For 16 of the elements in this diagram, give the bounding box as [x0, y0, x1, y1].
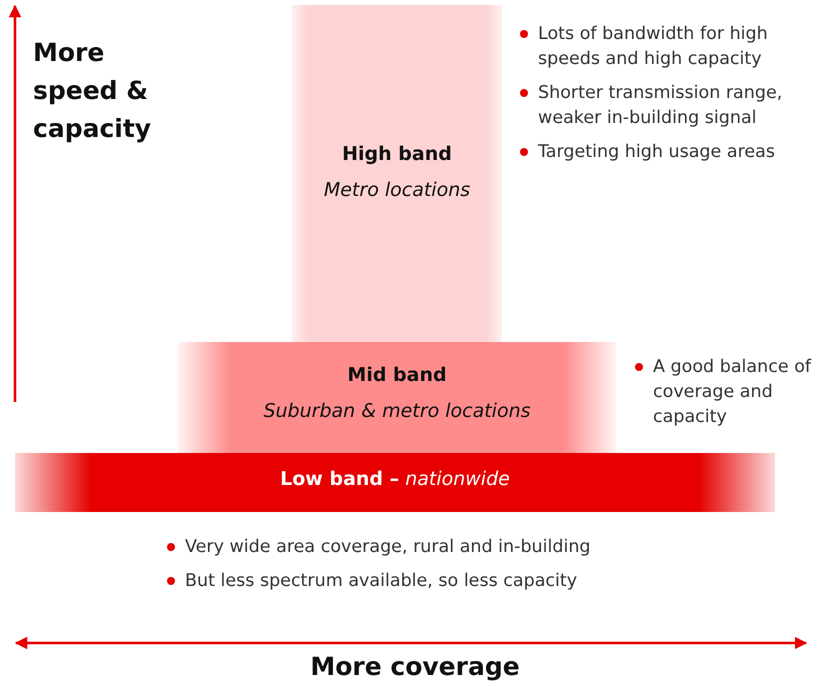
bullet-text: Targeting high usage areas [518, 140, 818, 165]
band-title: High band [342, 143, 452, 165]
band-subtitle: Suburban & metro locations [263, 400, 531, 422]
frequency-band [178, 342, 616, 453]
frequency-band [15, 453, 775, 512]
bullet-text: Very wide area coverage, rural and in-building [165, 535, 625, 560]
frequency-band [292, 5, 502, 342]
axis-label: More speed & capacity [33, 37, 152, 145]
bullet-text: But less spectrum available, so less capacity [165, 569, 625, 594]
axis-label: More coverage [309, 651, 521, 683]
bullet-text: Lots of bandwidth for high speeds and high capacity [518, 22, 818, 72]
band-subtitle: Metro locations [324, 179, 470, 201]
band-title: Mid band [347, 364, 447, 386]
bullet-text: Shorter transmission range, weaker in-building signal [518, 81, 818, 131]
bullet-text: A good balance of coverage and capacity [633, 355, 828, 430]
band-title: Low band – nationwide [280, 468, 510, 490]
